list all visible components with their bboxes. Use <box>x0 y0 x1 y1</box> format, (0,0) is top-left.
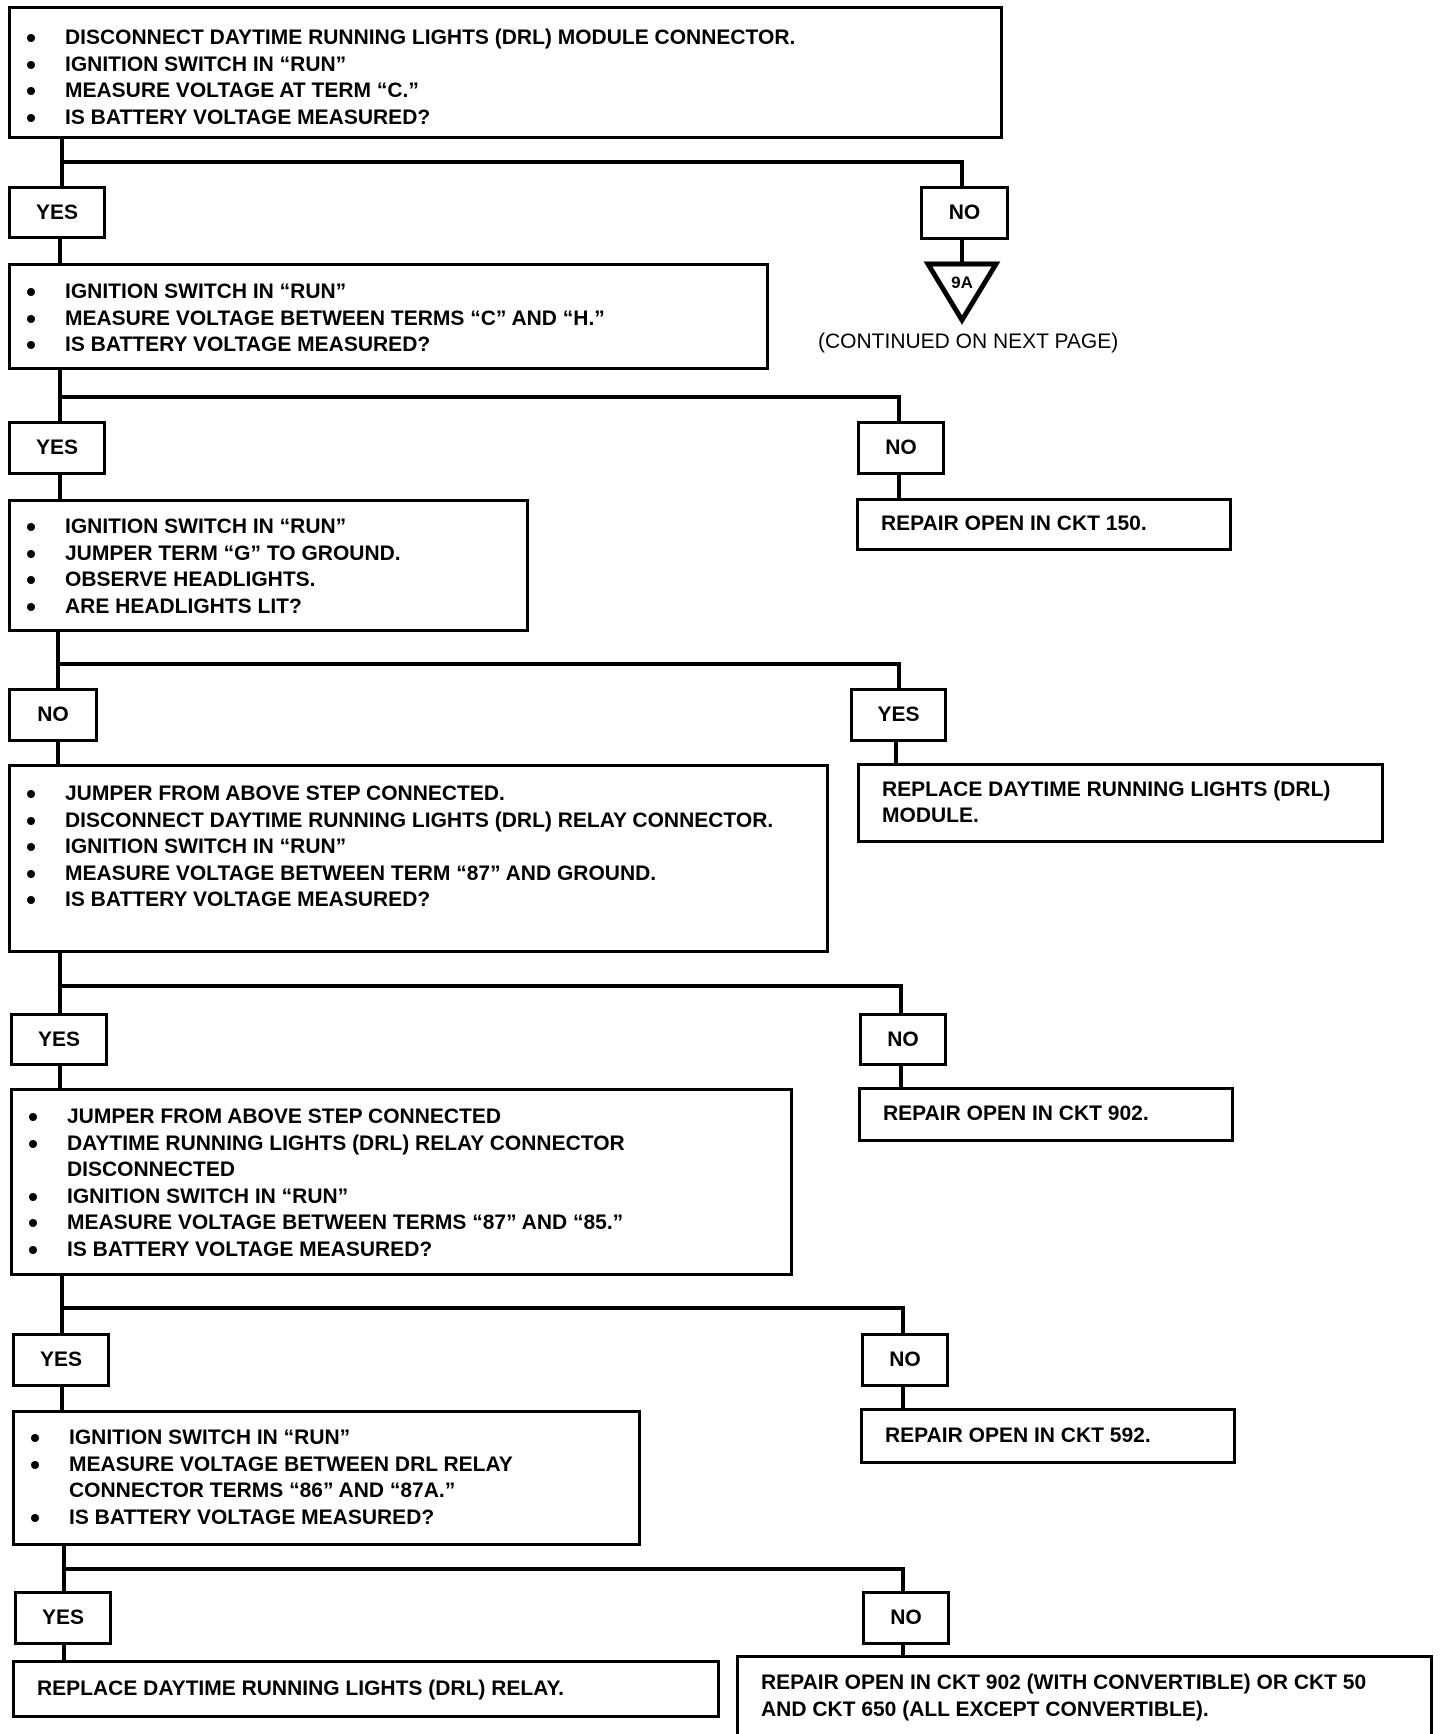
step3-box: IGNITION SWITCH IN “RUN” JUMPER TERM “G”… <box>8 499 529 632</box>
repair-ckt592-text: REPAIR OPEN IN CKT 592. <box>885 1423 1151 1447</box>
yes-label-4: YES <box>10 1013 108 1066</box>
yes-label-6: YES <box>14 1591 112 1645</box>
repair-final-text: REPAIR OPEN IN CKT 902 (WITH CONVERTIBLE… <box>761 1671 1367 1721</box>
repair-final-box: REPAIR OPEN IN CKT 902 (WITH CONVERTIBLE… <box>736 1655 1433 1734</box>
step4-item: IS BATTERY VOLTAGE MEASURED? <box>11 887 826 914</box>
step6-item: IS BATTERY VOLTAGE MEASURED? <box>15 1505 638 1532</box>
no-label-5: NO <box>861 1333 949 1387</box>
step4-item: IGNITION SWITCH IN “RUN” <box>11 834 826 861</box>
no-label-1: NO <box>920 186 1009 240</box>
step4-item: MEASURE VOLTAGE BETWEEN TERM “87” AND GR… <box>11 861 826 888</box>
step5-item: IS BATTERY VOLTAGE MEASURED? <box>13 1237 790 1264</box>
no-label-6: NO <box>862 1591 950 1645</box>
step1-item: MEASURE VOLTAGE AT TERM “C.” <box>11 78 1000 105</box>
step1-box: DISCONNECT DAYTIME RUNNING LIGHTS (DRL) … <box>8 6 1003 139</box>
repair-ckt902-text: REPAIR OPEN IN CKT 902. <box>883 1102 1149 1126</box>
step4-item: JUMPER FROM ABOVE STEP CONNECTED. <box>11 781 826 808</box>
repair-ckt902-box: REPAIR OPEN IN CKT 902. <box>858 1087 1234 1142</box>
repair-ckt150-text: REPAIR OPEN IN CKT 150. <box>881 512 1147 536</box>
no-label-3: NO <box>8 688 98 742</box>
step2-item: IGNITION SWITCH IN “RUN” <box>11 279 766 306</box>
step5-item: IGNITION SWITCH IN “RUN” <box>13 1184 790 1211</box>
yes-label-2: YES <box>8 421 106 475</box>
step2-box: IGNITION SWITCH IN “RUN” MEASURE VOLTAGE… <box>8 263 769 370</box>
step6-item: IGNITION SWITCH IN “RUN” <box>15 1425 638 1452</box>
step3-item: OBSERVE HEADLIGHTS. <box>11 567 526 594</box>
connector-label: 9A <box>951 273 973 292</box>
replace-module-box: REPLACE DAYTIME RUNNING LIGHTS (DRL) MOD… <box>857 763 1384 843</box>
step5-item: DAYTIME RUNNING LIGHTS (DRL) RELAY CONNE… <box>13 1131 790 1184</box>
step4-box: JUMPER FROM ABOVE STEP CONNECTED. DISCON… <box>8 764 829 953</box>
replace-relay-box: REPLACE DAYTIME RUNNING LIGHTS (DRL) REL… <box>12 1660 720 1718</box>
step1-item: IGNITION SWITCH IN “RUN” <box>11 52 1000 79</box>
step5-item: MEASURE VOLTAGE BETWEEN TERMS “87” AND “… <box>13 1210 790 1237</box>
step6-box: IGNITION SWITCH IN “RUN” MEASURE VOLTAGE… <box>12 1410 641 1546</box>
step3-item: IGNITION SWITCH IN “RUN” <box>11 514 526 541</box>
step1-item: IS BATTERY VOLTAGE MEASURED? <box>11 105 1000 132</box>
step4-item: DISCONNECT DAYTIME RUNNING LIGHTS (DRL) … <box>11 808 826 835</box>
replace-relay-text: REPLACE DAYTIME RUNNING LIGHTS (DRL) REL… <box>37 1676 564 1700</box>
offpage-connector-9a: 9A <box>923 261 1001 325</box>
step1-item: DISCONNECT DAYTIME RUNNING LIGHTS (DRL) … <box>11 25 1000 52</box>
continued-note: (CONTINUED ON NEXT PAGE) <box>818 330 1119 353</box>
repair-ckt592-box: REPAIR OPEN IN CKT 592. <box>860 1408 1236 1464</box>
yes-label-3: YES <box>850 688 947 742</box>
step5-item: JUMPER FROM ABOVE STEP CONNECTED <box>13 1104 790 1131</box>
no-label-2: NO <box>857 421 945 475</box>
step6-item: MEASURE VOLTAGE BETWEEN DRL RELAY CONNEC… <box>15 1452 638 1505</box>
replace-module-text: REPLACE DAYTIME RUNNING LIGHTS (DRL) MOD… <box>882 777 1331 828</box>
yes-label-1: YES <box>8 186 106 239</box>
step2-item: IS BATTERY VOLTAGE MEASURED? <box>11 332 766 359</box>
step2-item: MEASURE VOLTAGE BETWEEN TERMS “C” AND “H… <box>11 306 766 333</box>
step3-item: ARE HEADLIGHTS LIT? <box>11 594 526 621</box>
repair-ckt150-box: REPAIR OPEN IN CKT 150. <box>856 498 1232 551</box>
step3-item: JUMPER TERM “G” TO GROUND. <box>11 541 526 568</box>
no-label-4: NO <box>859 1013 947 1066</box>
step5-box: JUMPER FROM ABOVE STEP CONNECTED DAYTIME… <box>10 1088 793 1276</box>
yes-label-5: YES <box>12 1333 110 1387</box>
